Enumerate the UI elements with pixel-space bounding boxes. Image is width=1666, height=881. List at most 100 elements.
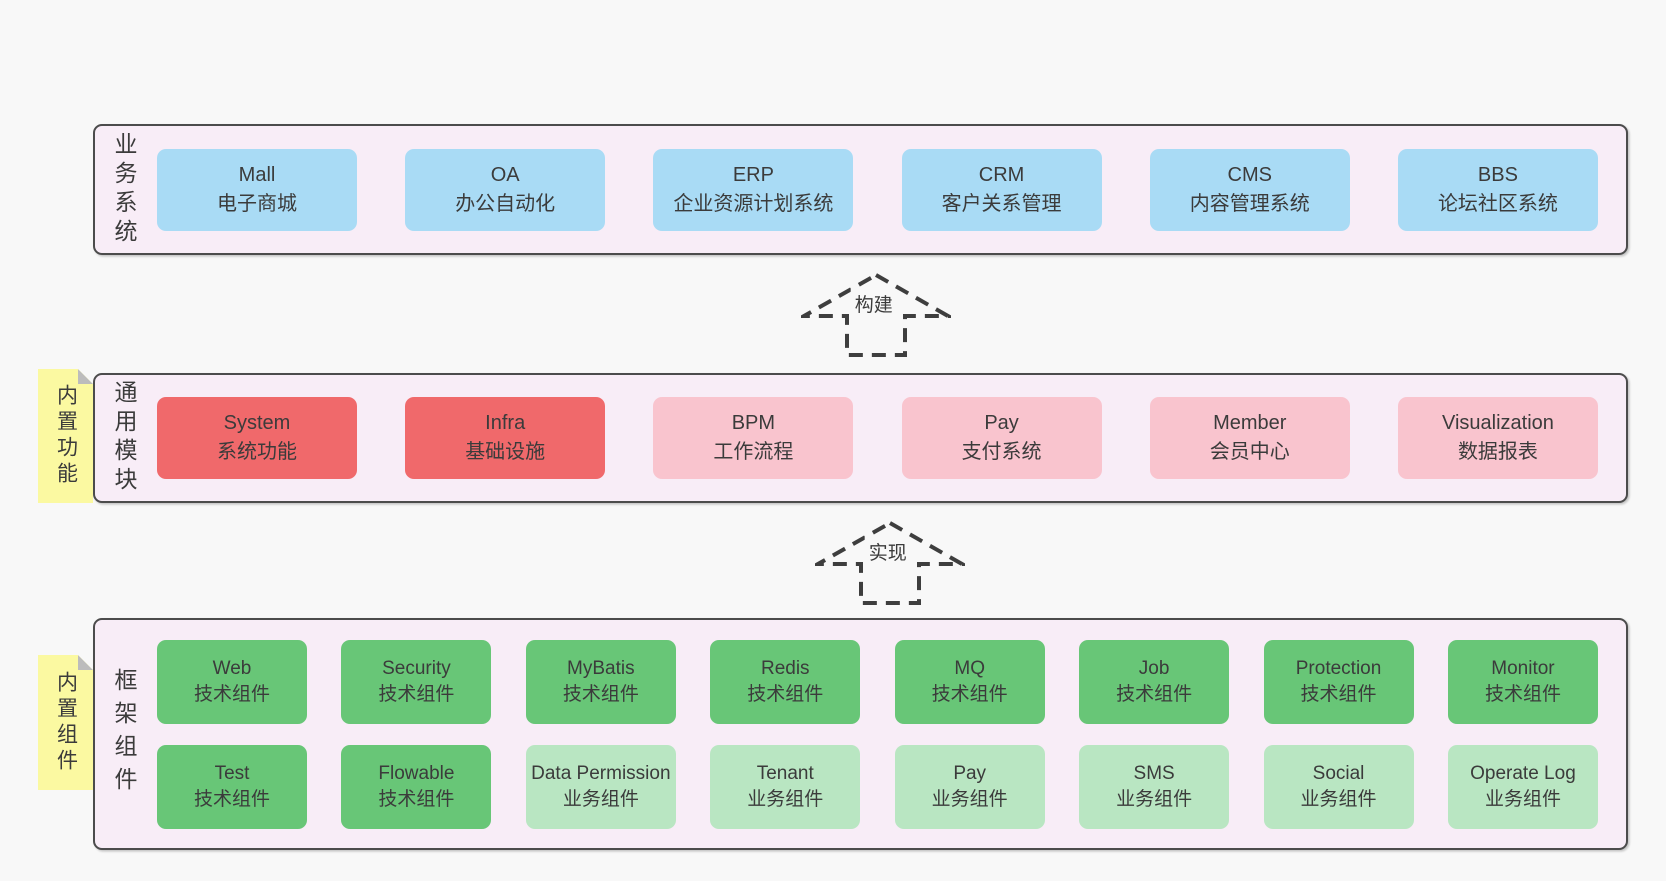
box-social: Social 业务组件 [1263, 744, 1414, 829]
box-subtitle: 基础设施 [465, 441, 546, 463]
box-title: Tenant [756, 763, 814, 785]
business-systems-panel: 业务系统 Mall 电子商城 OA 办公自动化 ERP 企业资源计划系统 CRM 客户关系管理… [93, 124, 1628, 255]
box-subtitle: 工作流程 [713, 441, 794, 463]
box-subtitle: 业务组件 [562, 788, 639, 810]
sticky-note-builtin-components-label: 内置组件 [54, 670, 78, 775]
box-flowable: Flowable 技术组件 [341, 744, 492, 829]
sticky-note-builtin-features-label: 内置功能 [54, 384, 78, 488]
box-title: Data Permission [531, 763, 671, 785]
box-crm: CRM 客户关系管理 [901, 148, 1102, 231]
box-subtitle: 业务组件 [1484, 788, 1561, 810]
box-title: ERP [732, 163, 774, 186]
box-title: MyBatis [567, 658, 635, 680]
up-block-arrow-icon [815, 520, 965, 605]
box-web: Web 技术组件 [157, 639, 307, 724]
box-subtitle: 业务组件 [931, 788, 1008, 810]
box-subtitle: 论坛社区系统 [1437, 192, 1558, 215]
box-title: Job [1138, 658, 1170, 680]
box-title: Redis [760, 658, 810, 680]
box-job: Job 技术组件 [1079, 639, 1230, 724]
box-erp: ERP 企业资源计划系统 [653, 148, 854, 231]
box-monitor: Monitor 技术组件 [1447, 639, 1598, 724]
common-modules-panel-label: 通用模块 [111, 380, 137, 496]
box-title: MQ [954, 658, 985, 680]
box-mall: Mall 电子商城 [157, 148, 357, 231]
box-subtitle: 支付系统 [961, 441, 1042, 463]
box-subtitle: 技术组件 [1300, 683, 1377, 705]
box-subtitle: 技术组件 [1116, 683, 1193, 705]
box-subtitle: 系统功能 [217, 441, 297, 463]
common-modules-boxes: System 系统功能 Infra 基础设施 BPM 工作流程 Pay 支付系统 Member 会… [157, 375, 1598, 501]
box-title: Infra [485, 412, 526, 434]
common-modules-panel: 通用模块 System 系统功能 Infra 基础设施 BPM 工作流程 Pay 支付系统 Me… [93, 373, 1628, 503]
framework-components-panel-label: 框架组件 [111, 668, 137, 800]
box-title: Flowable [378, 763, 455, 785]
build-arrow: 构建 [801, 272, 951, 358]
box-subtitle: 业务组件 [1116, 788, 1193, 810]
box-subtitle: 电子商城 [217, 192, 297, 215]
box-title: System [223, 412, 291, 434]
box-subtitle: 技术组件 [562, 683, 639, 705]
box-title: Web [212, 658, 252, 680]
box-redis: Redis 技术组件 [710, 639, 861, 724]
box-subtitle: 数据报表 [1457, 441, 1538, 463]
box-subtitle: 技术组件 [193, 788, 270, 810]
box-title: Pay [984, 412, 1019, 434]
box-subtitle: 内容管理系统 [1189, 192, 1310, 215]
box-title: CRM [978, 163, 1025, 186]
box-sms: SMS 业务组件 [1079, 744, 1230, 829]
box-visualization: Visualization 数据报表 [1397, 397, 1598, 479]
box-system: System 系统功能 [157, 397, 357, 479]
box-subtitle: 业务组件 [1300, 788, 1377, 810]
box-title: Social [1312, 763, 1365, 785]
box-subtitle: 技术组件 [378, 788, 455, 810]
box-mybatis: MyBatis 技术组件 [525, 639, 676, 724]
box-subtitle: 业务组件 [747, 788, 824, 810]
box-subtitle: 企业资源计划系统 [673, 192, 834, 215]
box-subtitle: 会员中心 [1209, 441, 1290, 463]
box-title: BBS [1477, 163, 1518, 186]
sticky-note-builtin-features: 内置功能 [38, 369, 93, 503]
box-title: OA [490, 163, 520, 186]
box-pay: Pay 业务组件 [894, 744, 1045, 829]
box-protection: Protection 技术组件 [1263, 639, 1414, 724]
box-title: Mall [238, 163, 276, 186]
box-bpm: BPM 工作流程 [653, 397, 854, 479]
box-title: BPM [731, 412, 776, 434]
box-operate-log: Operate Log 业务组件 [1447, 744, 1598, 829]
box-subtitle: 技术组件 [1484, 683, 1561, 705]
business-systems-panel-label: 业务系统 [111, 131, 137, 248]
box-mq: MQ 技术组件 [894, 639, 1045, 724]
box-title: Pay [953, 763, 987, 785]
box-tenant: Tenant 业务组件 [710, 744, 861, 829]
box-title: Operate Log [1470, 763, 1576, 785]
box-title: Monitor [1491, 658, 1555, 680]
box-subtitle: 技术组件 [747, 683, 824, 705]
box-subtitle: 客户关系管理 [941, 192, 1062, 215]
build-arrow-label: 构建 [850, 289, 897, 318]
box-title: Protection [1295, 658, 1382, 680]
implement-arrow: 实现 [815, 520, 965, 606]
box-oa: OA 办公自动化 [405, 148, 606, 231]
box-test: Test 技术组件 [157, 744, 307, 829]
box-subtitle: 技术组件 [193, 683, 270, 705]
sticky-note-builtin-components: 内置组件 [38, 655, 93, 790]
box-title: Visualization [1441, 412, 1554, 434]
box-pay: Pay 支付系统 [901, 397, 1102, 479]
box-title: Test [214, 763, 250, 785]
box-member: Member 会员中心 [1149, 397, 1350, 479]
box-title: Member [1213, 412, 1287, 434]
box-subtitle: 办公自动化 [455, 192, 556, 215]
box-subtitle: 技术组件 [378, 683, 455, 705]
box-subtitle: 技术组件 [931, 683, 1008, 705]
box-title: SMS [1133, 763, 1175, 785]
box-infra: Infra 基础设施 [405, 397, 606, 479]
